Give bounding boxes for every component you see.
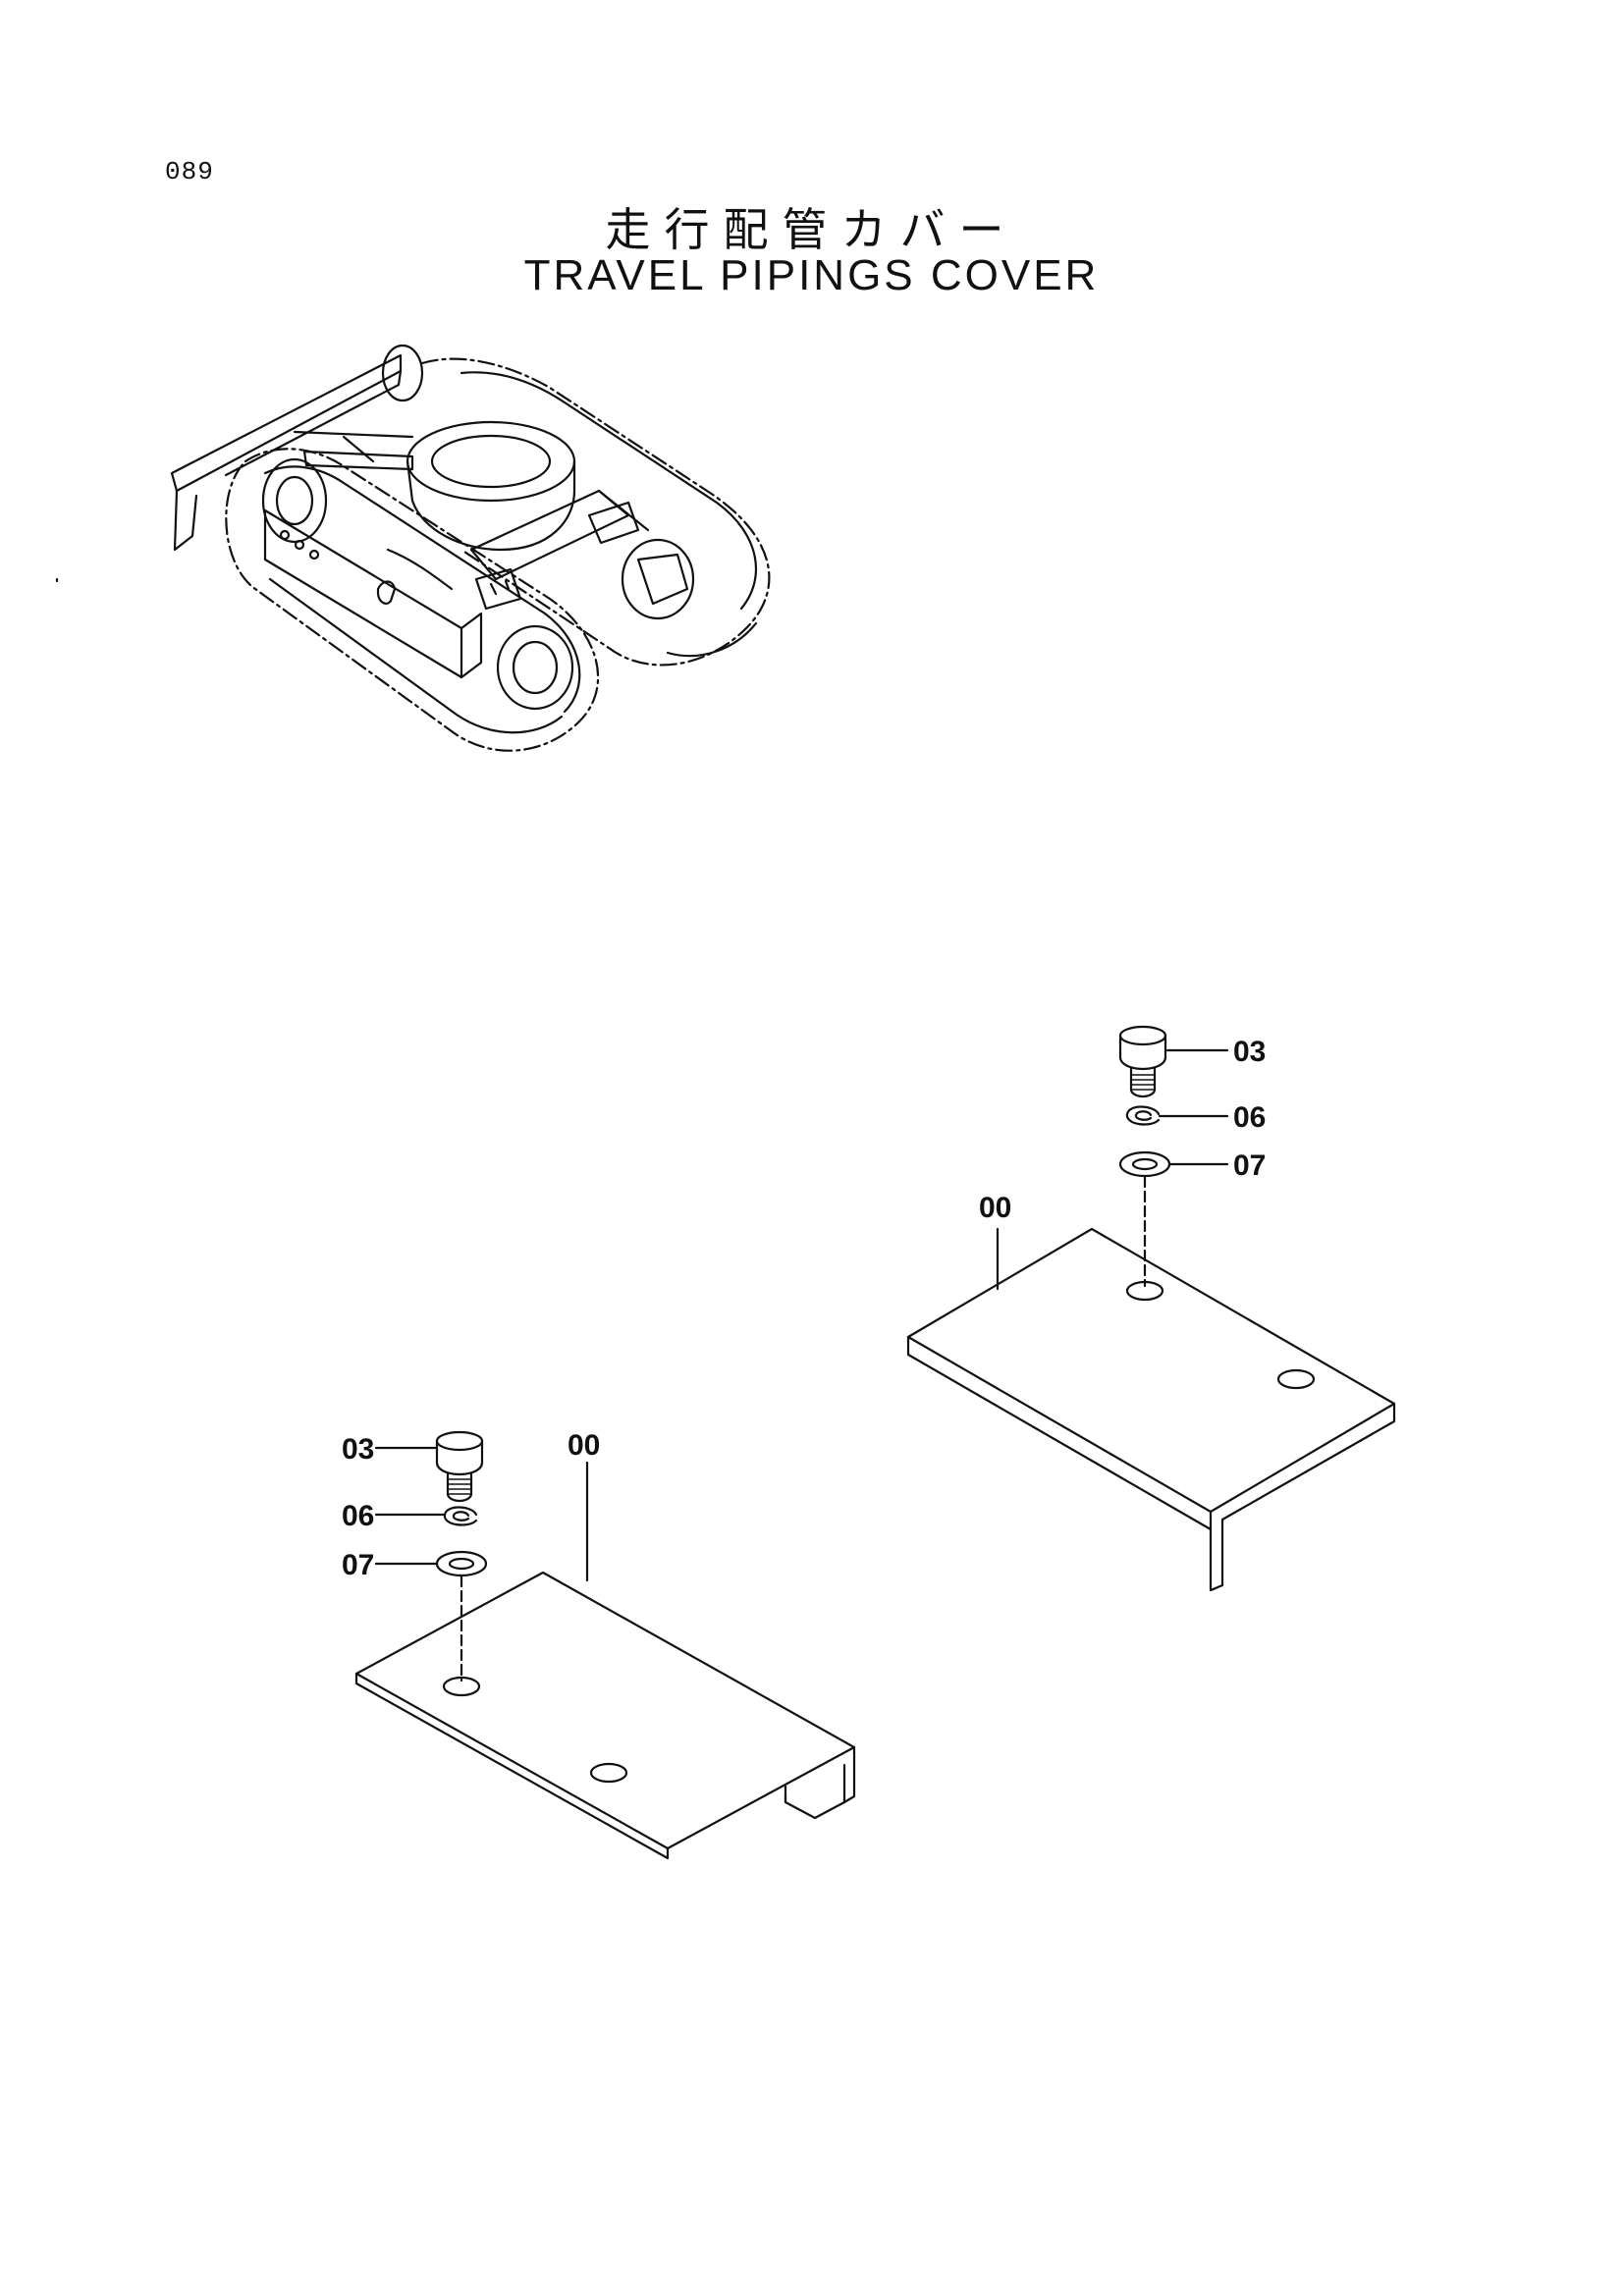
undercarriage-overview-illustration <box>55 344 771 752</box>
left-washer-part <box>435 1550 488 1577</box>
right-callout-07: 07 <box>1233 1149 1266 1182</box>
left-cover-assembly: 03 06 07 00 <box>342 1429 856 1860</box>
right-lock-washer-part <box>1125 1105 1161 1126</box>
right-callout-03: 03 <box>1233 1036 1266 1068</box>
right-washer-part <box>1118 1150 1171 1178</box>
right-cover-plate-part <box>906 1227 1396 1592</box>
left-callout-00: 00 <box>568 1429 600 1462</box>
right-callout-06: 06 <box>1233 1101 1266 1134</box>
right-callout-00: 00 <box>979 1192 1011 1224</box>
left-lock-washer-part <box>443 1506 478 1526</box>
page-title-japanese: 走行配管カバー <box>605 203 1018 256</box>
left-callout-03: 03 <box>342 1433 374 1466</box>
left-callout-06: 06 <box>342 1500 374 1532</box>
left-cover-plate-part <box>354 1571 856 1860</box>
right-bolt-part <box>1118 1025 1167 1098</box>
left-callout-07: 07 <box>342 1549 374 1581</box>
left-bolt-part <box>435 1430 484 1503</box>
page-number: 089 <box>165 157 214 187</box>
page-title-english: TRAVEL PIPINGS COVER <box>523 251 1100 299</box>
right-cover-assembly: 03 06 07 00 <box>906 1025 1396 1592</box>
